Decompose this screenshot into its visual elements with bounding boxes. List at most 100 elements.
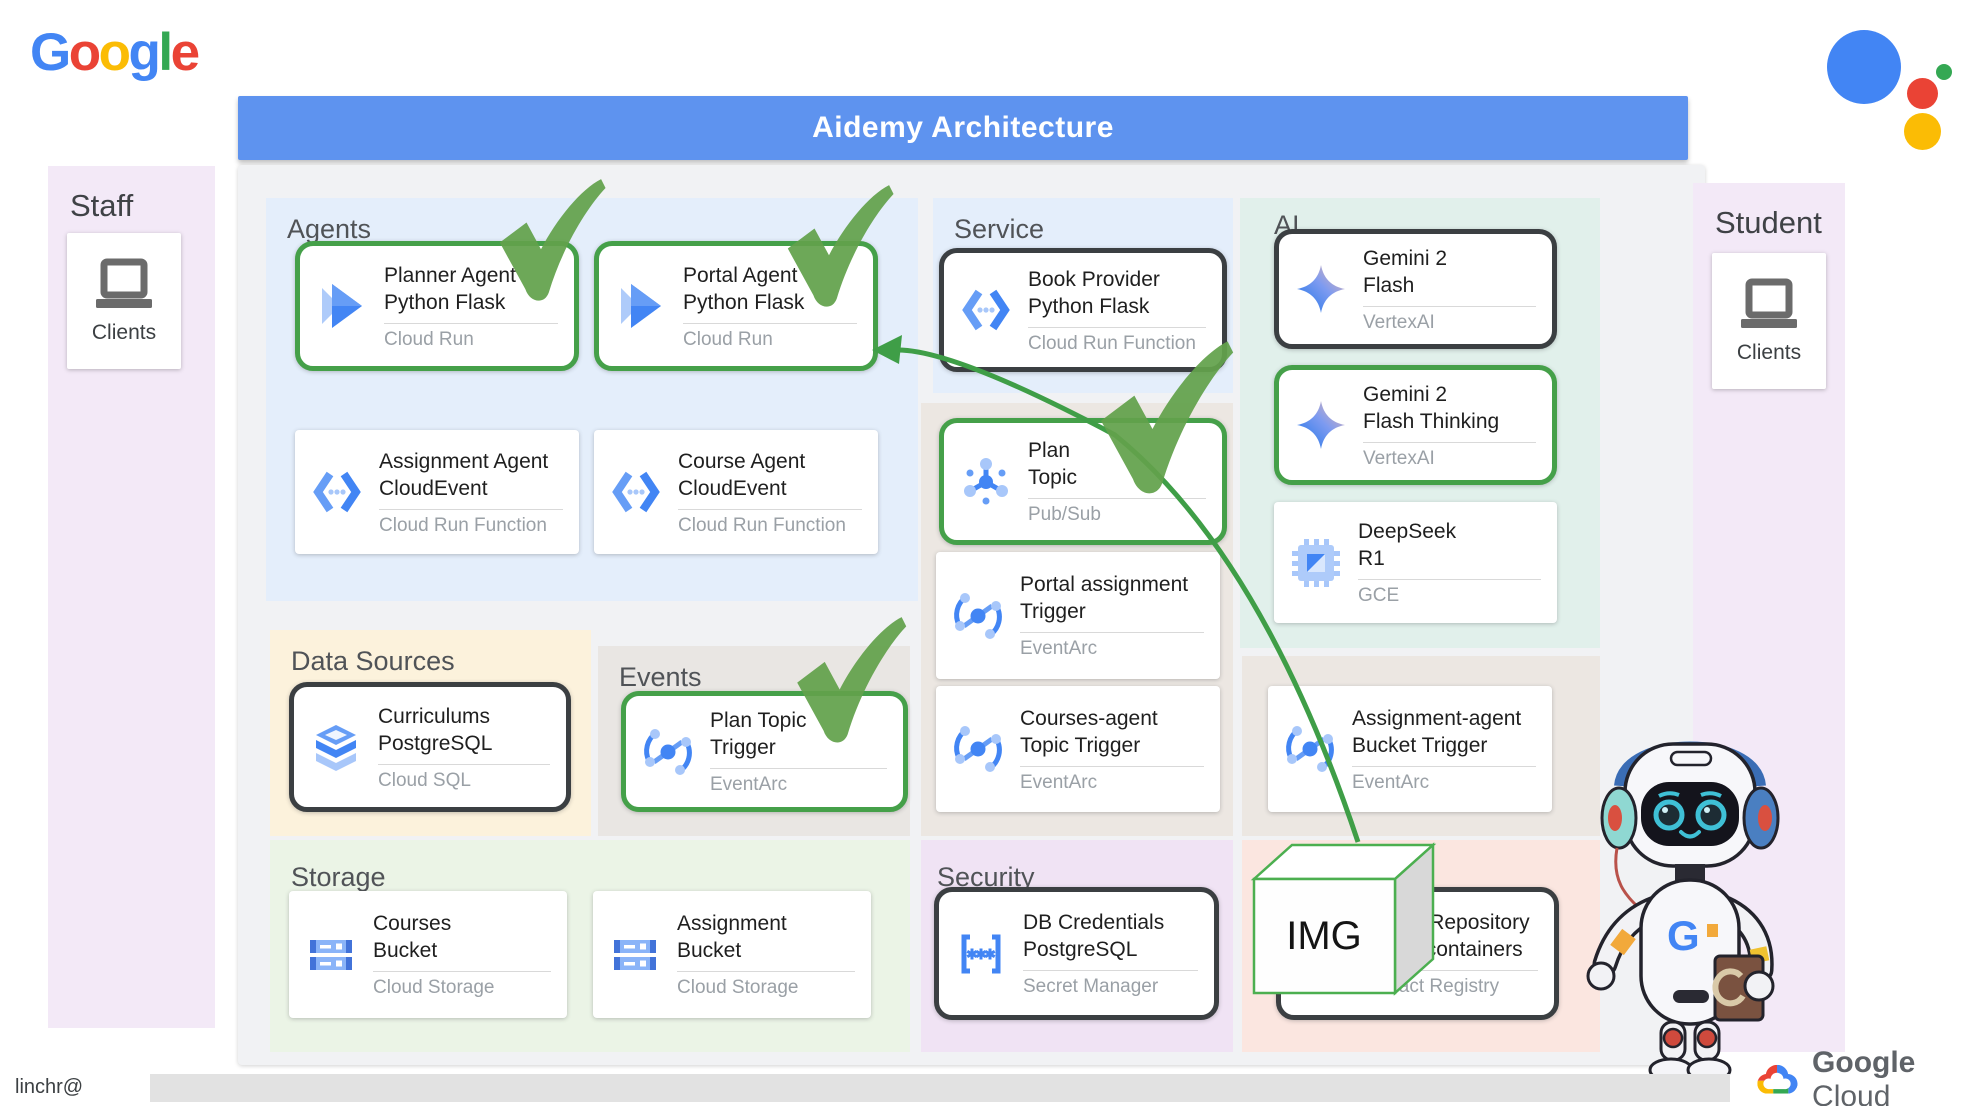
logo-letter: g	[128, 23, 160, 82]
card-title: Bucket	[373, 939, 438, 962]
card-plan-topic-trigger: Plan Topic Trigger EventArc	[621, 691, 908, 812]
student-label: Student	[1715, 205, 1822, 240]
card-title: Curriculums	[378, 704, 491, 728]
cloud-run-function-icon	[610, 466, 662, 518]
section-label-data-sources: Data Sources	[291, 646, 455, 676]
card-title: Planner Agent	[384, 263, 516, 287]
card-title: Trigger	[1020, 600, 1086, 623]
section-label-storage: Storage	[291, 862, 386, 892]
card-title: Course Agent	[678, 449, 806, 473]
card-sub: VertexAI	[1363, 447, 1435, 469]
staff-label: Staff	[70, 188, 134, 223]
card-title: Topic Trigger	[1020, 733, 1141, 757]
gemini-icon	[1295, 263, 1347, 315]
card-db-credentials: DB Credentials PostgreSQL Secret Manager	[934, 887, 1219, 1020]
card-title: Flash	[1363, 273, 1415, 297]
card-sub: Secret Manager	[1023, 976, 1159, 997]
logo-letter: o	[68, 23, 101, 82]
card-title: CloudEvent	[379, 476, 488, 500]
card-courses-agent-topic-trigger: Courses-agent Topic Trigger EventArc	[936, 686, 1220, 812]
card-title: R1	[1358, 547, 1385, 570]
card-title: Book Provider	[1028, 267, 1160, 291]
staff-panel: Staff Clients	[48, 166, 215, 1028]
card-sub: Cloud SQL	[378, 769, 471, 791]
robot-chest-g-logo: G	[1667, 912, 1700, 959]
eventarc-icon	[642, 726, 694, 778]
card-title: Assignment	[677, 912, 787, 935]
card-title: Assignment-agent	[1352, 706, 1522, 730]
logo-letter: o	[98, 23, 131, 82]
card-title: Plan	[1028, 439, 1071, 462]
card-title: CloudEvent	[678, 476, 787, 500]
card-sub: Cloud Run	[384, 328, 474, 350]
cloud-storage-icon	[609, 929, 661, 981]
card-title: Courses-agent	[1020, 706, 1158, 730]
card-title: Bucket Trigger	[1352, 733, 1488, 757]
title-bar: Aidemy Architecture	[238, 96, 1688, 160]
card-courses-bucket: Courses Bucket Cloud Storage	[289, 891, 567, 1018]
card-title: Bucket	[677, 939, 742, 962]
card-sub: Cloud Run	[683, 328, 773, 350]
assistant-dot-red	[1907, 78, 1938, 109]
card-title: PostgreSQL	[378, 731, 493, 755]
clients-label: Clients	[91, 320, 157, 344]
card-title: Python Flask	[384, 290, 506, 314]
card-sub: EventArc	[1352, 771, 1430, 793]
section-label-service: Service	[954, 214, 1045, 244]
card-sub: EventArc	[1020, 638, 1098, 659]
card-title: Gemini 2	[1363, 246, 1448, 270]
cloud-run-icon	[316, 280, 368, 332]
card-sub: Cloud Run Function	[1028, 332, 1196, 354]
card-title: DB Credentials	[1023, 911, 1165, 934]
card-sub: VertexAI	[1363, 311, 1435, 333]
cloud-storage-icon	[305, 929, 357, 981]
gce-chip-icon	[1290, 537, 1342, 589]
logo-letter: l	[158, 23, 173, 82]
card-sub: Cloud Run Function	[678, 514, 846, 536]
card-gemini-2-flash-thinking: Gemini 2 Flash Thinking VertexAI	[1274, 365, 1557, 485]
card-portal-assignment-trigger: Portal assignment Trigger EventArc	[936, 552, 1220, 679]
cloud-sql-icon	[310, 721, 362, 773]
card-sub: GCE	[1358, 585, 1400, 606]
gemini-icon	[1295, 399, 1347, 451]
card-sub: EventArc	[1020, 771, 1098, 793]
img-label: IMG	[1286, 914, 1362, 958]
card-title: Courses	[373, 912, 452, 935]
eventarc-icon	[1284, 723, 1336, 775]
section-label-agents: Agents	[287, 214, 372, 244]
footer-username: linchr@	[15, 1076, 84, 1098]
eventarc-icon	[952, 590, 1004, 642]
card-planner-agent: Planner Agent Python Flask Cloud Run	[295, 241, 579, 371]
card-assignment-agent-bucket-trigger: Assignment-agent Bucket Trigger EventArc	[1268, 686, 1552, 812]
card-title: PostgreSQL	[1023, 938, 1138, 961]
pubsub-icon	[960, 456, 1012, 508]
logo-letter: e	[170, 23, 200, 82]
card-title: Portal assignment	[1020, 573, 1189, 596]
laptop-icon	[92, 258, 156, 312]
card-curriculums-postgresql: Curriculums PostgreSQL Cloud SQL	[289, 682, 571, 812]
card-title: Flash Thinking	[1363, 409, 1500, 433]
img-placeholder-cube: IMG	[1250, 842, 1437, 996]
card-sub: Cloud Run Function	[379, 514, 547, 536]
card-gemini-2-flash: Gemini 2 Flash VertexAI	[1274, 229, 1557, 349]
card-portal-agent: Portal Agent Python Flask Cloud Run	[594, 241, 878, 371]
card-course-agent: Course Agent CloudEvent Cloud Run Functi…	[594, 430, 878, 554]
card-title: Portal Agent	[683, 263, 798, 287]
card-title: Plan Topic	[710, 709, 807, 732]
page-title: Aidemy Architecture	[812, 111, 1114, 144]
google-logo: Google	[30, 23, 200, 82]
card-title: Python Flask	[683, 290, 805, 314]
card-assignment-agent: Assignment Agent CloudEvent Cloud Run Fu…	[295, 430, 579, 554]
card-assignment-bucket: Assignment Bucket Cloud Storage	[593, 891, 871, 1018]
google-cloud-icon	[1752, 1057, 1802, 1103]
logo-letter: G	[30, 23, 71, 82]
card-title: Python Flask	[1028, 294, 1150, 318]
card-sub: Pub/Sub	[1028, 504, 1101, 525]
gcloud-word-cloud: Cloud	[1812, 1080, 1891, 1106]
robot-mascot: G	[1586, 741, 1780, 1083]
footer-bar	[150, 1074, 1730, 1102]
cloud-run-function-icon	[960, 284, 1012, 336]
card-sub: Cloud Storage	[373, 977, 495, 998]
card-book-provider: Book Provider Python Flask Cloud Run Fun…	[939, 248, 1227, 372]
